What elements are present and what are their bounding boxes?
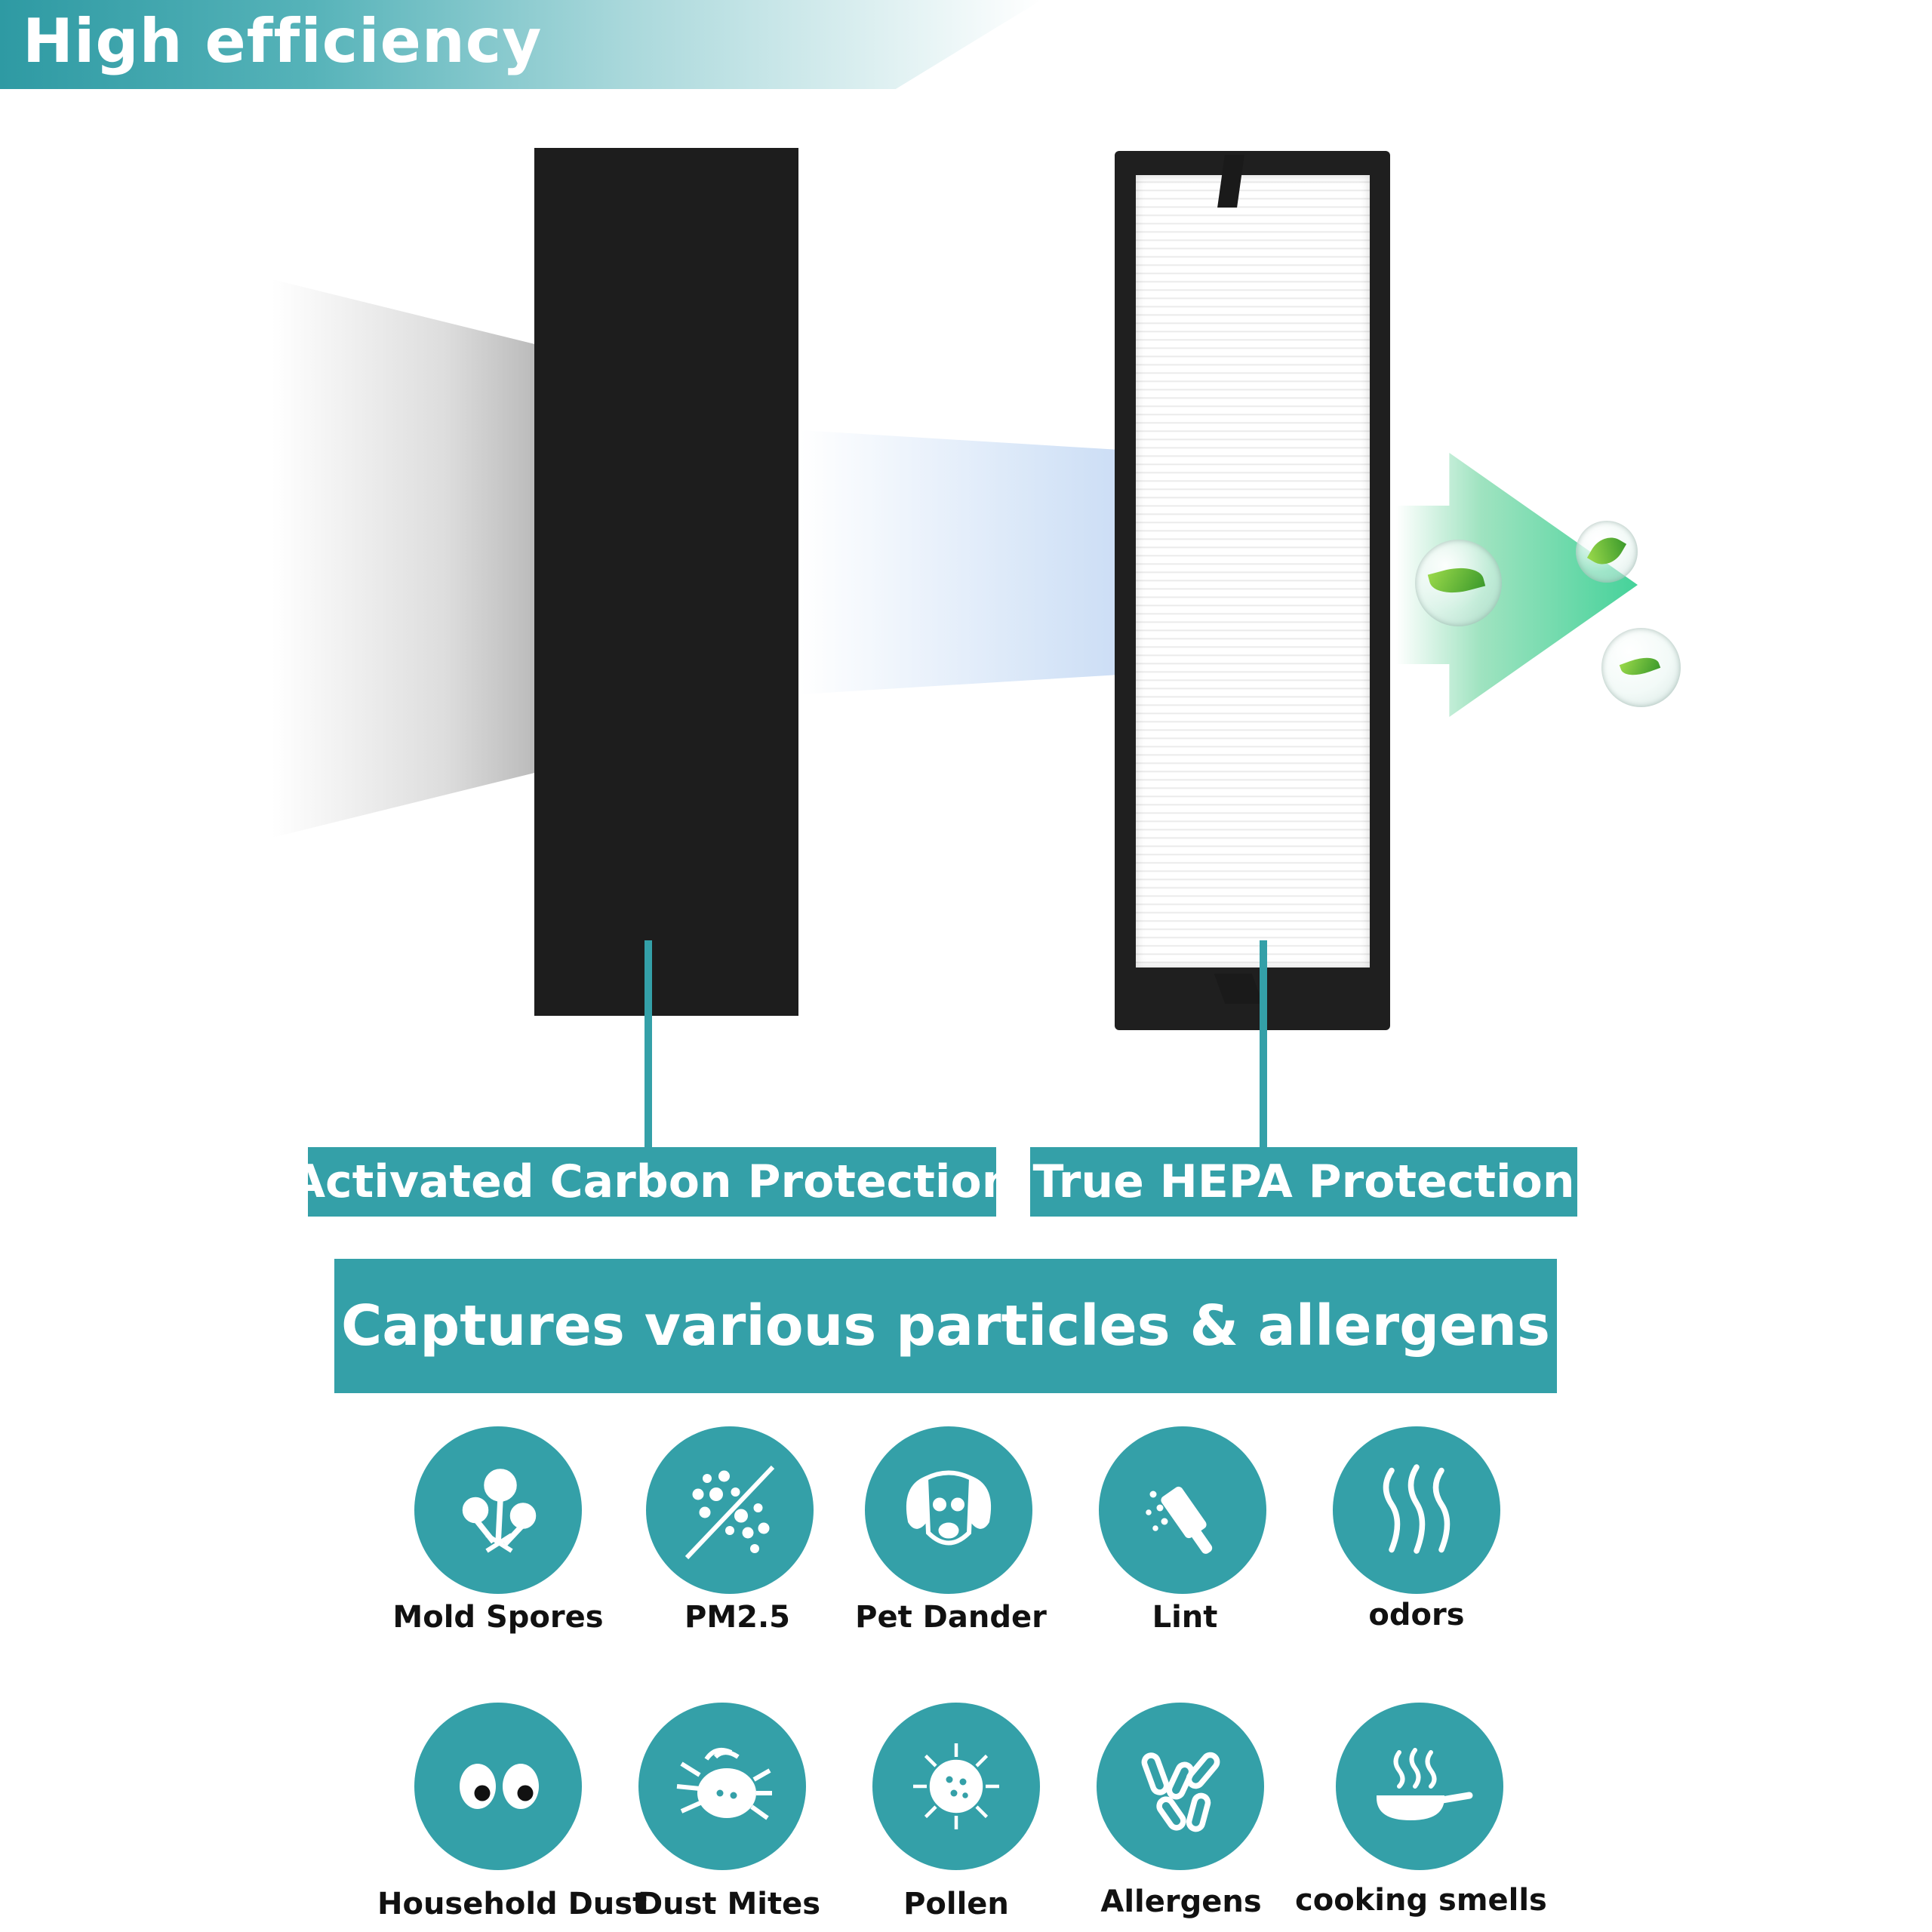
pm25-icon	[646, 1426, 814, 1594]
household-dust-icon	[414, 1703, 582, 1870]
pet-dander-icon	[865, 1426, 1032, 1594]
cooking-pan-icon	[1336, 1703, 1503, 1870]
particle-label: Lint	[1152, 1600, 1218, 1635]
header-banner	[0, 0, 1041, 89]
carbon-pointer-line	[645, 940, 652, 1150]
particle-label: Household Dust	[377, 1887, 648, 1921]
odor-waves-icon	[1333, 1426, 1500, 1594]
allergens-icon	[1097, 1703, 1264, 1870]
carbon-protection-label: Activated Carbon Protection	[291, 1147, 1014, 1217]
lint-roller-icon	[1099, 1426, 1266, 1594]
pollen-icon	[872, 1703, 1040, 1870]
activated-carbon-filter-image	[534, 148, 798, 1016]
particle-label: cooking smells	[1295, 1883, 1547, 1918]
captures-banner: Captures various particles & allergens	[334, 1259, 1557, 1393]
hepa-protection-label: True HEPA Protection	[1030, 1147, 1577, 1217]
particle-label: Pet Dander	[855, 1600, 1047, 1635]
particle-label: odors	[1368, 1598, 1465, 1632]
particle-label: Pollen	[903, 1887, 1009, 1921]
particle-label: Dust Mites	[637, 1887, 821, 1921]
dust-mite-icon	[638, 1703, 806, 1870]
hepa-pointer-line	[1260, 940, 1267, 1150]
particle-label: Mold Spores	[392, 1600, 604, 1635]
particle-label: Allergens	[1100, 1884, 1262, 1919]
page-title: High efficiency	[23, 6, 543, 76]
hepa-pleated-media	[1136, 175, 1370, 968]
mold-spores-icon	[414, 1426, 582, 1594]
particle-label: PM2.5	[685, 1600, 790, 1635]
